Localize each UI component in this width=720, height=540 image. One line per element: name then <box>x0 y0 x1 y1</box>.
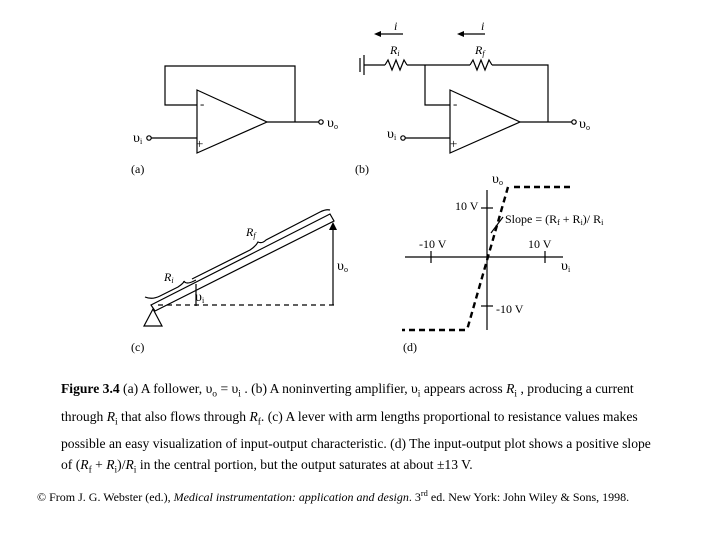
caption-sub: f <box>88 466 92 477</box>
caption-sub: i <box>417 389 421 400</box>
credit-sup: rd <box>420 489 428 498</box>
credit-text: ed. New York: John Wiley & Sons, 1998. <box>427 490 630 504</box>
transfer-curve <box>402 185 570 332</box>
output-terminal-b <box>571 119 577 125</box>
y-neg-tick-label: -10 V <box>496 302 524 316</box>
current-arrow-right-icon <box>457 31 464 37</box>
credit-book-title: Medical instrumentation: application and… <box>173 490 409 504</box>
caption-text: appears across <box>420 381 507 396</box>
slope-annotation: Slope = (Rf + Ri)/ Ri <box>505 212 604 227</box>
credit-text: © From J. G. Webster (ed.), <box>37 490 174 504</box>
current-label-right: i <box>481 19 484 33</box>
caption-text: . (c) A lever with arm lengths proportio… <box>61 408 651 473</box>
current-arrow-left-icon <box>374 31 381 37</box>
resistor-rf <box>469 58 493 72</box>
panel-a <box>146 65 324 154</box>
vi-label-c: υi <box>195 290 205 305</box>
output-label-a: υo <box>327 116 338 131</box>
current-label-left: i <box>394 19 397 33</box>
opamp-a-triangle <box>196 89 269 154</box>
source-credit: © From J. G. Webster (ed.), Medical inst… <box>37 489 697 505</box>
input-label-a: υi <box>133 131 143 146</box>
x-pos-tick-label: 10 V <box>528 237 552 251</box>
minus-sign-b: - <box>453 96 457 111</box>
caption-sub: i <box>238 389 241 400</box>
x-axis-label-d: υi <box>561 259 571 274</box>
caption-text: (a) A follower, <box>119 381 206 396</box>
caption-sub: i <box>115 417 118 428</box>
input-label-b: υi <box>387 127 397 142</box>
caption-symbol: R <box>106 408 115 424</box>
caption-symbol: υ <box>205 381 213 396</box>
x-neg-tick-label: -10 V <box>419 237 447 251</box>
vo-label-c: υo <box>337 259 348 274</box>
panel-label-c: (c) <box>131 340 144 354</box>
panel-label-d: (d) <box>403 340 417 354</box>
output-label-b: υo <box>579 117 590 132</box>
plus-sign-a: + <box>196 136 203 151</box>
caption-sub: i <box>133 466 137 477</box>
caption-symbol: υ <box>231 381 239 396</box>
caption-text: . (b) A noninverting amplifier, <box>240 381 412 396</box>
panel-label-a: (a) <box>131 162 144 176</box>
ri-brace <box>144 279 197 299</box>
panel-d <box>405 190 563 330</box>
panel-c <box>143 209 335 327</box>
caption-text: + <box>91 457 107 473</box>
rf-brace <box>191 209 331 280</box>
caption-text: )/ <box>117 457 126 473</box>
resistor-ri <box>384 58 408 72</box>
input-terminal-b <box>400 135 406 141</box>
caption-symbol: R <box>106 457 115 473</box>
curve-linear-region <box>465 186 510 331</box>
rf-label-c: Rf <box>245 225 257 240</box>
caption-symbol: R <box>506 381 515 396</box>
junction-wire-b <box>424 65 450 106</box>
credit-text: . 3 <box>408 490 421 504</box>
input-terminal-a <box>146 135 152 141</box>
caption-text: = <box>217 381 232 396</box>
caption-text: that also flows through <box>117 408 250 424</box>
caption-sub: f <box>257 417 261 428</box>
fulcrum-triangle <box>143 307 163 327</box>
panel-b <box>359 33 577 154</box>
caption-sub: i <box>114 466 118 477</box>
feedback-wire-a <box>164 65 296 122</box>
caption-symbol: R <box>125 457 134 473</box>
caption-sub: o <box>212 389 218 400</box>
caption-text: , producing a current through <box>61 381 634 424</box>
caption-text: in the central portion, but the output s… <box>136 457 473 473</box>
caption-sub: i <box>514 389 518 400</box>
feedback-wire-b <box>492 64 549 122</box>
lever-bar <box>150 213 335 312</box>
slope-pointer <box>490 216 504 234</box>
ri-label-c: Ri <box>163 270 174 285</box>
vo-arrow-icon <box>329 222 337 230</box>
figure-caption: Figure 3.4 (a) A follower, υo = υi . (b)… <box>61 378 661 482</box>
panel-label-b: (b) <box>355 162 369 176</box>
caption-symbol: υ <box>411 381 418 396</box>
y-pos-tick-label: 10 V <box>455 199 479 213</box>
figure-number: Figure 3.4 <box>61 381 120 396</box>
opamp-b-triangle <box>449 89 522 154</box>
ri-label-b: Ri <box>389 43 400 58</box>
plus-sign-b: + <box>450 136 457 151</box>
rf-label-b: Rf <box>474 43 486 58</box>
minus-sign-a: - <box>200 96 204 111</box>
y-axis-label-d: υo <box>492 172 503 187</box>
caption-symbol: R <box>249 408 258 424</box>
caption-symbol: R <box>80 457 89 473</box>
output-terminal-a <box>318 119 324 125</box>
